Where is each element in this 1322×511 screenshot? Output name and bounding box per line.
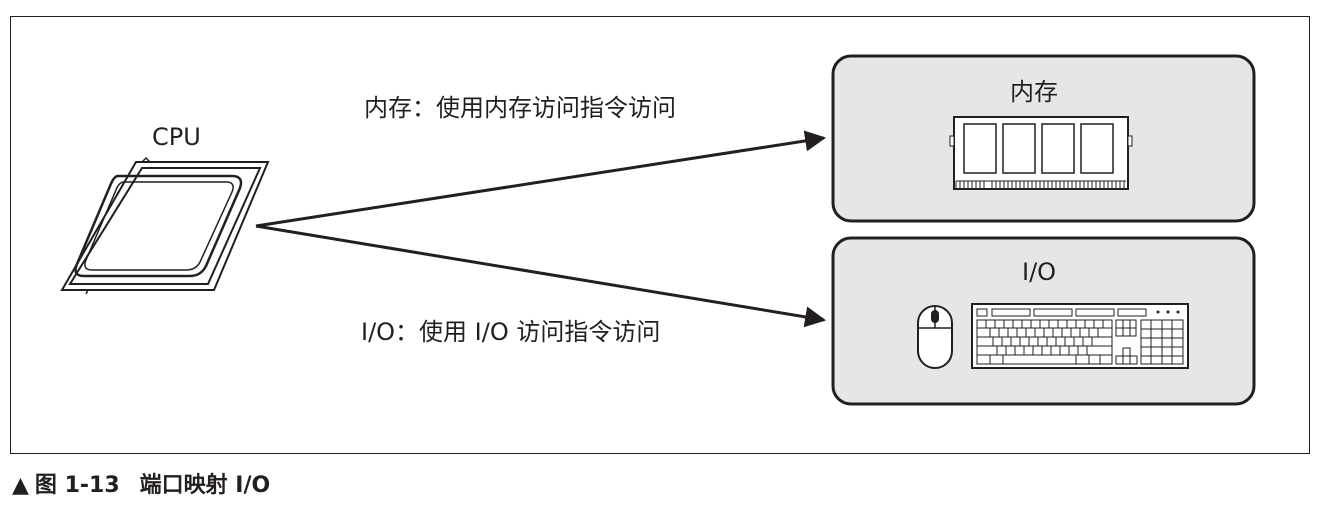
figure-title: 端口映射 I/O — [139, 473, 271, 498]
io-access-label: I/O：使用 I/O 访问指令访问 — [361, 318, 661, 346]
figure-caption: ▲图 1-13 端口映射 I/O — [12, 475, 270, 497]
memory-box-title: 内存 — [1010, 78, 1058, 106]
keyboard-icon — [971, 303, 1189, 369]
memory-access-label: 内存：使用内存访问指令访问 — [364, 94, 676, 122]
figure-number: 图 1-13 — [34, 473, 120, 498]
io-box-title: I/O — [1022, 258, 1057, 286]
caption-marker: ▲ — [12, 473, 29, 498]
ram-module-icon — [949, 116, 1133, 190]
mouse-icon — [917, 305, 953, 369]
memory-access-arrow — [255, 130, 827, 228]
io-access-arrow — [255, 224, 827, 328]
cpu-label: CPU — [152, 123, 201, 151]
cpu-chip-icon — [60, 156, 270, 295]
